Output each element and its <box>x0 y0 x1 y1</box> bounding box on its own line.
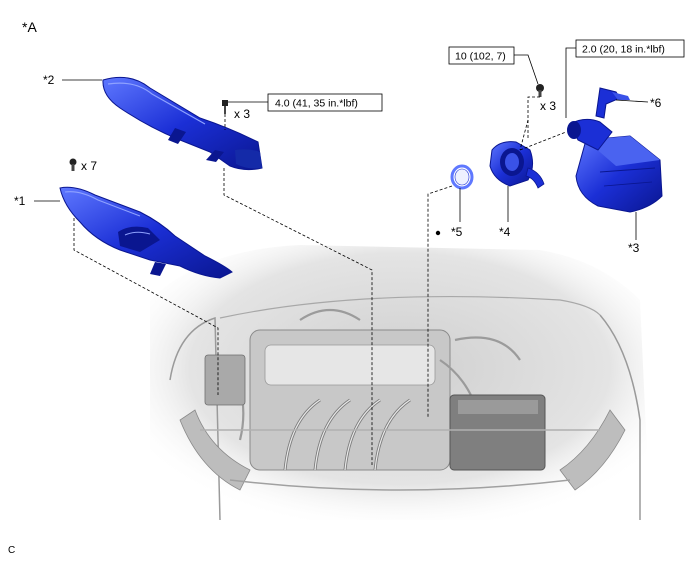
corner-code: C <box>8 545 15 556</box>
torque-box-throttle <box>448 46 515 65</box>
torque-throttle-bolt: 10 (102, 7) <box>455 51 506 63</box>
bolt-icon-throttle <box>536 84 544 97</box>
bolt-icon-cover <box>222 100 228 114</box>
engine-bay <box>150 245 650 521</box>
part-3-air-cleaner <box>567 118 663 213</box>
qty-cover-bolts: x 3 <box>234 107 250 121</box>
torque-box-clamp <box>575 39 685 58</box>
callout-3: *3 <box>628 241 640 255</box>
part-4-throttle-body <box>489 141 545 189</box>
torque-clamp: 2.0 (20, 18 in.*lbf) <box>582 44 665 56</box>
callout-1: *1 <box>14 194 26 208</box>
part-5-gasket <box>450 164 474 190</box>
part-2-engine-cover <box>102 76 263 171</box>
view-label: *A <box>22 19 37 35</box>
part-6-clamp <box>595 87 630 119</box>
clip-icon-cowl <box>69 158 77 171</box>
reference-dot <box>435 230 441 236</box>
qty-throttle-bolts: x 3 <box>540 99 556 113</box>
torque-box-cover <box>267 93 383 112</box>
qty-cowl-clips: x 7 <box>81 159 97 173</box>
callout-5: *5 <box>451 225 463 239</box>
callout-4: *4 <box>499 225 511 239</box>
assembly-lines <box>73 96 567 465</box>
callout-6: *6 <box>650 96 662 110</box>
callout-2: *2 <box>43 73 55 87</box>
part-1-cowl-panel <box>59 186 233 279</box>
torque-cover-bolt: 4.0 (41, 35 in.*lbf) <box>275 98 358 110</box>
leader-lines <box>34 47 649 240</box>
